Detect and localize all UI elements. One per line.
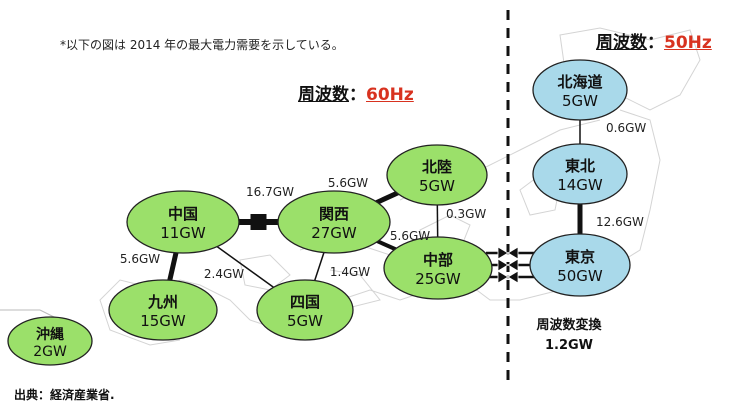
frequency-east-title: 周波数: [596, 33, 647, 53]
region-name: 中部: [423, 251, 453, 269]
link-capacity-label: 5.6GW: [328, 176, 368, 190]
link-capacity-label: 12.6GW: [596, 215, 644, 229]
frequency-west-value: 60Hz: [366, 85, 414, 105]
converter-icon: [497, 258, 519, 272]
converter-title: 周波数変換: [536, 318, 602, 333]
link-capacity-label: 5.6GW: [390, 229, 430, 243]
link-capacity-label: 1.4GW: [330, 265, 370, 279]
region-node-shape: [126, 190, 240, 254]
converter-icon: [497, 270, 519, 284]
region-demand: 5GW: [287, 312, 323, 330]
region-name: 九州: [147, 293, 178, 311]
region-demand: 15GW: [140, 312, 186, 330]
region-demand: 11GW: [160, 224, 206, 242]
region-name: 東北: [565, 157, 595, 175]
region-name: 東京: [565, 248, 595, 266]
frequency-east-value: 50Hz: [664, 33, 712, 53]
region-demand: 14GW: [557, 176, 603, 194]
region-name: 関西: [319, 205, 349, 223]
region-node-shape: [108, 279, 218, 341]
frequency-east-separator: ：: [647, 33, 664, 53]
chart-note: *以下の図は 2014 年の最大電力需要を示している。: [60, 38, 344, 52]
link-capacity-label: 16.7GW: [246, 185, 294, 199]
link-capacity-label: 2.4GW: [204, 267, 244, 281]
region-name: 北海道: [557, 73, 602, 91]
region-name: 沖縄: [36, 326, 64, 343]
region-node-shape: [277, 190, 391, 254]
region-node-shape: [383, 236, 493, 300]
frequency-east-label: 周波数：50Hz: [596, 28, 712, 53]
nodes-layer: 北海道5GW東北14GW東京50GW北陸5GW中部25GW関西27GW中国11G…: [7, 59, 631, 366]
region-node-shape: [529, 233, 631, 297]
region-node-shape: [386, 144, 488, 206]
region-name: 中国: [168, 205, 198, 223]
link-capacity-label: 5.6GW: [120, 252, 160, 266]
region-node-shape: [256, 279, 354, 341]
converter-symbols: [497, 246, 519, 284]
converter-caption: 周波数変換 1.2GW: [514, 316, 624, 356]
converter-station-icon: [250, 214, 267, 230]
region-demand: 25GW: [415, 270, 461, 288]
region-name: 四国: [290, 293, 320, 311]
region-node-shape: [532, 59, 628, 121]
region-node-shape: [532, 143, 628, 205]
region-demand: 50GW: [557, 267, 603, 285]
frequency-west-label: 周波数：60Hz: [298, 80, 414, 105]
source-citation: 出典：経済産業省.: [14, 388, 115, 402]
region-demand: 2GW: [33, 344, 67, 360]
frequency-west-title: 周波数: [298, 85, 349, 105]
link-labels-layer: 0.6GW 12.6GW 16.7GW 5.6GW 5.6GW 0.3GW 5.6GW 2.4…: [120, 121, 647, 281]
region-node-shape: [7, 316, 93, 366]
frequency-west-separator: ：: [349, 85, 366, 105]
region-demand: 5GW: [419, 177, 455, 195]
link-capacity-label: 0.3GW: [446, 207, 486, 221]
link-capacity-label: 0.6GW: [606, 121, 646, 135]
converter-icon: [497, 246, 519, 260]
converter-value: 1.2GW: [544, 338, 594, 353]
region-demand: 27GW: [311, 224, 357, 242]
region-demand: 5GW: [562, 92, 598, 110]
region-name: 北陸: [422, 158, 452, 176]
